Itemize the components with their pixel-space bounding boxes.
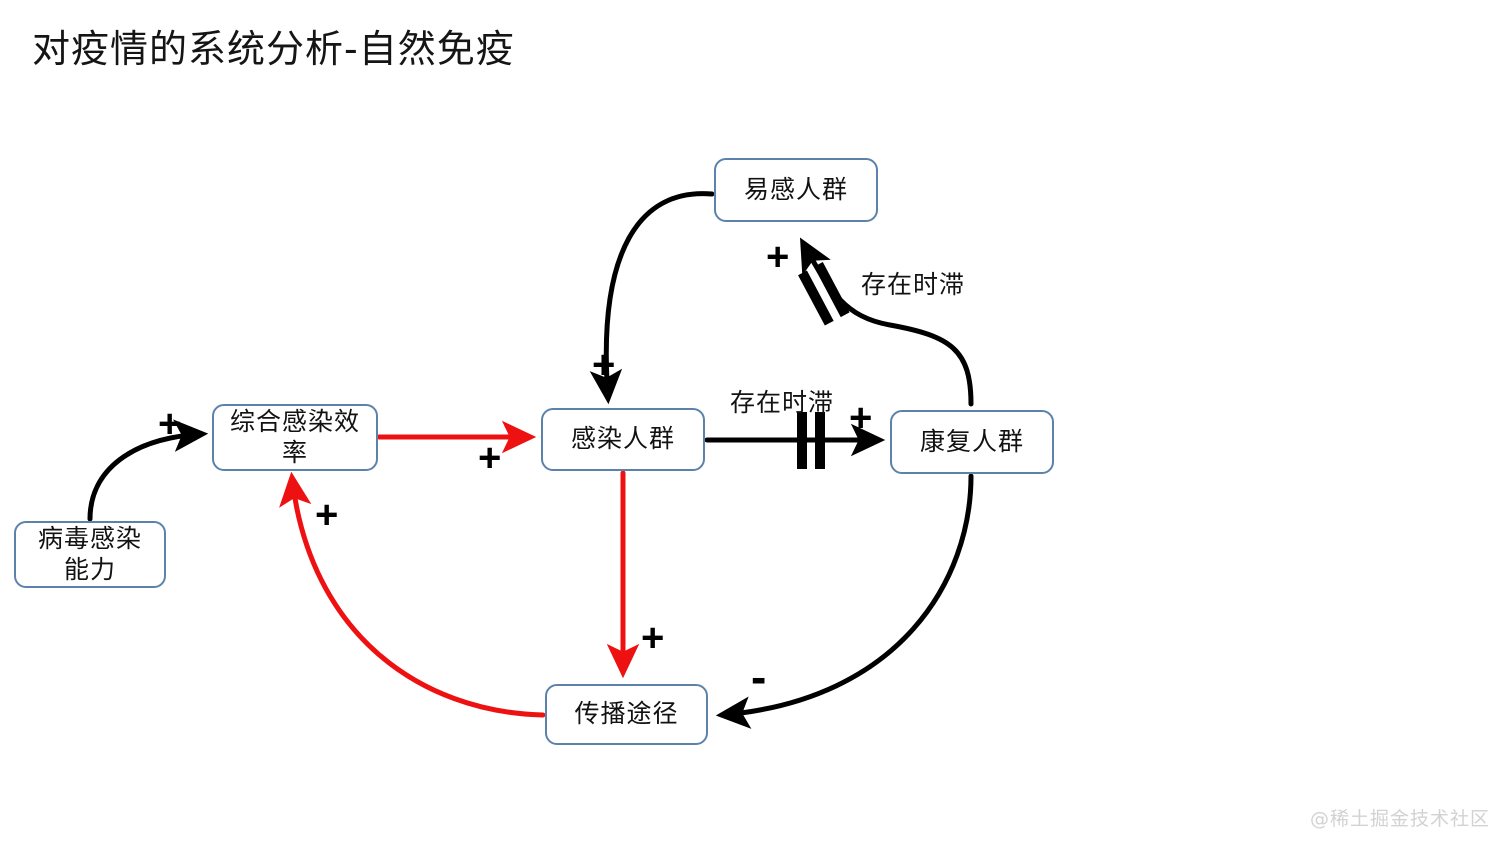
node-label-line2: 能力 [63, 554, 116, 584]
node-label-line1: 病毒感染 [37, 524, 142, 553]
edge-route-to-efficiency [279, 471, 546, 718]
node-label-line1: 综合感染效 [229, 407, 360, 436]
edge-recovered-to-susceptible [798, 237, 974, 407]
edge-label-delay-upper: 存在时滞 [861, 270, 966, 299]
polarity-route-to-efficiency: + [315, 493, 339, 537]
node-infection-efficiency-label: 综合感染效 率 [230, 407, 360, 468]
node-recovered-population[interactable]: 康复人群 [890, 410, 1054, 474]
polarity-infected-to-recovered: + [849, 396, 873, 440]
edge-label-delay-middle: 存在时滞 [730, 388, 835, 417]
polarity-virus-to-efficiency: + [158, 402, 182, 446]
edge-susceptible-to-infected [589, 191, 715, 405]
node-virus-capability[interactable]: 病毒感染 能力 [14, 521, 166, 588]
node-infected-population[interactable]: 感染人群 [541, 408, 705, 471]
delay-marker-infected-to-recovered [797, 412, 825, 469]
node-transmission-route[interactable]: 传播途径 [545, 684, 708, 745]
polarity-efficiency-to-infected: + [478, 436, 502, 480]
edge-recovered-to-route [715, 473, 974, 729]
page-title: 对疫情的系统分析-自然免疫 [32, 27, 515, 71]
node-label-line2: 率 [281, 437, 308, 467]
node-virus-capability-label: 病毒感染 能力 [38, 524, 142, 585]
polarity-susceptible-to-infected: + [592, 343, 616, 387]
edge-virus-to-efficiency [87, 419, 209, 522]
polarity-infected-to-route: + [641, 616, 665, 660]
watermark: @稀土掘金技术社区 [1309, 808, 1490, 830]
node-susceptible-population[interactable]: 易感人群 [714, 158, 878, 222]
polarity-recovered-to-susceptible: + [766, 235, 790, 279]
node-infection-efficiency[interactable]: 综合感染效 率 [212, 404, 378, 471]
delay-marker-recovered-to-susceptible [798, 262, 850, 326]
polarity-recovered-to-route: - [751, 651, 767, 703]
edge-infected-to-recovered [704, 412, 886, 469]
